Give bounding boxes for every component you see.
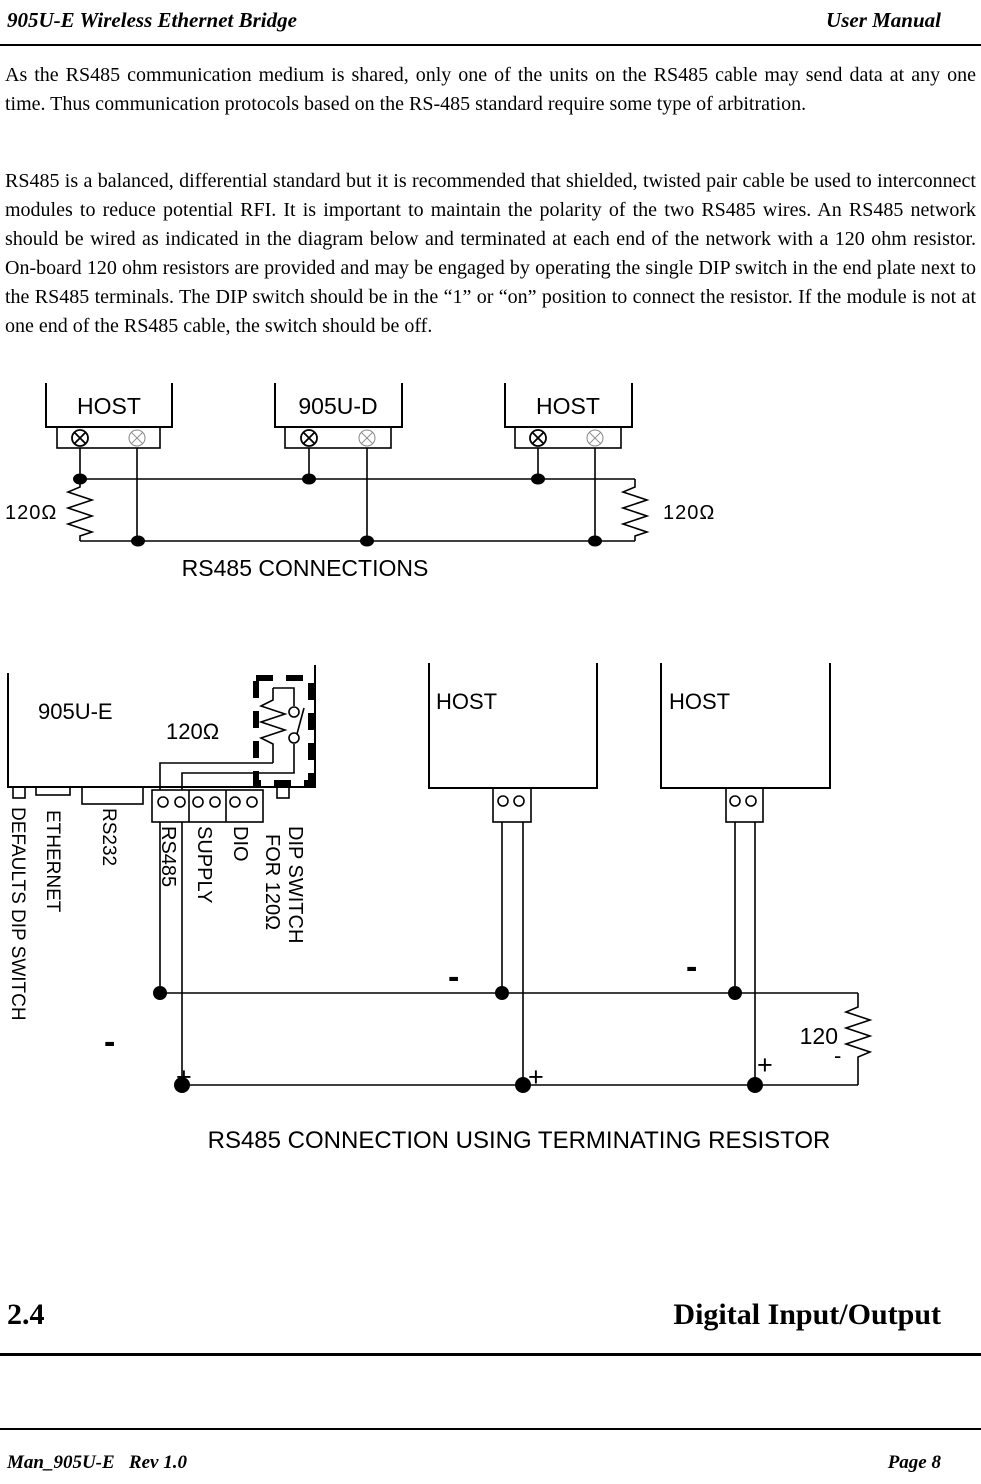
- footer-rule: [0, 1428, 981, 1430]
- dio-label: DIO: [229, 826, 251, 862]
- host1: HOST: [428, 663, 598, 1085]
- terminal-hole: [745, 795, 757, 807]
- header-manual-label: User Manual: [826, 8, 941, 32]
- module-connectors: [12, 786, 290, 823]
- terminal-strip: [284, 426, 392, 449]
- ethernet-label: ETHERNET: [42, 810, 63, 913]
- plus-label-module: +: [176, 1062, 192, 1092]
- minus-label-host1: -: [448, 958, 459, 996]
- module-905ue: 905U-E 120Ω: [7, 665, 316, 1021]
- resistor-value-label: 120Ω: [5, 502, 57, 524]
- header-rule: [0, 44, 981, 46]
- module-label: 905U-E: [38, 699, 113, 724]
- polarity-labels: - - - + + +: [104, 948, 773, 1092]
- terminal-block: [725, 787, 764, 823]
- plus-label-host2: +: [757, 1050, 773, 1080]
- left-terminating-resistor: 120Ω: [5, 479, 95, 541]
- resistor-value-label: 120Ω: [663, 502, 715, 524]
- terminal-block-dividers: [188, 790, 227, 822]
- minus-label-module: -: [104, 1023, 115, 1061]
- device-label: HOST: [77, 393, 141, 419]
- device-label: 905U-D: [298, 393, 377, 419]
- plus-label-host1: +: [528, 1062, 544, 1092]
- screw-terminal-icon: [529, 429, 547, 447]
- module-rs485-wires: [159, 822, 183, 1085]
- dip-switch-stub: [276, 786, 290, 799]
- terminal-strip: [514, 426, 622, 449]
- supply-label: SUPPLY: [193, 826, 215, 903]
- rs485-label: RS485: [157, 826, 179, 887]
- device-label: HOST: [536, 393, 600, 419]
- footer-page-number: Page 8: [887, 1452, 941, 1473]
- resistor-minus-mark: -: [834, 1043, 841, 1068]
- paragraph-arbitration: As the RS485 communication medium is sha…: [5, 64, 976, 115]
- dip-switch-label-line1: DIP SWITCH: [284, 826, 306, 943]
- diagram1-caption: RS485 CONNECTIONS: [182, 555, 429, 581]
- resistor-value-label: 120: [800, 1023, 838, 1049]
- header-document-title: 905U-E Wireless Ethernet Bridge: [7, 8, 297, 32]
- diagram1-device-905ud: 905U-D: [274, 383, 403, 541]
- screw-terminal-icon: [586, 429, 604, 447]
- section-title: Digital Input/Output: [673, 1298, 941, 1331]
- internal-resistor-and-switch: [159, 687, 305, 790]
- rs232-port: [81, 786, 144, 805]
- diagram1-device-host-left: HOST: [45, 383, 173, 541]
- internal-resistor-label: 120Ω: [166, 719, 219, 744]
- device-wires: [537, 448, 596, 541]
- minus-label-host2: -: [686, 948, 697, 986]
- section-rule: [0, 1353, 981, 1356]
- paragraph-rs485-wiring: RS485 is a balanced, differential standa…: [5, 170, 976, 337]
- terminal-hole: [513, 795, 525, 807]
- right-terminating-resistor: 120Ω: [620, 479, 715, 541]
- section-number: 2.4: [7, 1298, 45, 1331]
- diagram1-device-host-right: HOST: [504, 383, 633, 541]
- switch-contact: [288, 706, 300, 718]
- screw-terminal-icon: [358, 429, 376, 447]
- terminal-holes: [157, 796, 258, 808]
- port-labels: DEFAULTS DIP SWITCH ETHERNET RS232 RS485…: [7, 807, 306, 1021]
- dip-switch-enclosure: [253, 675, 314, 786]
- page-header: 905U-E Wireless Ethernet Bridge User Man…: [7, 8, 941, 33]
- junction-dots: [153, 986, 763, 1093]
- defaults-dip-switch: [12, 786, 26, 799]
- host-label: HOST: [669, 689, 730, 714]
- footer-document-id: Man_905U-E Rev 1.0: [7, 1452, 187, 1473]
- diagram2-caption: RS485 CONNECTION USING TERMINATING RESIS…: [208, 1127, 831, 1154]
- screw-terminal-icon: [128, 429, 146, 447]
- rs485-connections-diagram: HOST 905U-D: [5, 383, 715, 581]
- rs485-terminating-resistor-diagram: 905U-E 120Ω: [7, 663, 873, 1154]
- rs485-bus-wires: [160, 992, 858, 1086]
- host-wires: [501, 822, 524, 1085]
- junction-dots: [73, 473, 602, 547]
- device-wires: [79, 448, 138, 541]
- host-label: HOST: [436, 689, 497, 714]
- terminal-strip: [56, 426, 161, 449]
- host2: HOST: [660, 663, 831, 1085]
- host-box: [660, 663, 831, 789]
- switch-top-wire: [273, 687, 295, 706]
- defaults-dip-switch-label: DEFAULTS DIP SWITCH: [7, 807, 28, 1021]
- screw-terminal-icon: [71, 429, 89, 447]
- module-outline: [7, 665, 316, 788]
- ethernet-port: [35, 786, 71, 796]
- host-box: [428, 663, 598, 789]
- device-wires: [308, 448, 368, 541]
- terminal-block: [151, 789, 264, 823]
- section-heading: 2.4 Digital Input/Output: [7, 1298, 941, 1332]
- screw-terminal-icon: [300, 429, 318, 447]
- rs232-label: RS232: [98, 808, 119, 866]
- terminal-hole: [729, 795, 741, 807]
- switch-blade: [296, 707, 305, 735]
- terminal-block: [492, 787, 532, 823]
- host-wires: [734, 822, 756, 1085]
- terminal-hole: [497, 795, 509, 807]
- resistor-bottom-wire: [159, 762, 273, 790]
- rs485-bus-wires: [80, 478, 635, 542]
- switch-bottom-wire: [181, 744, 295, 790]
- switch-contact: [288, 732, 300, 744]
- dip-switch-label-line2: FOR 120Ω: [261, 834, 283, 930]
- page-footer: Man_905U-E Rev 1.0 Page 8: [7, 1452, 941, 1474]
- terminating-resistor: 120 -: [800, 993, 873, 1085]
